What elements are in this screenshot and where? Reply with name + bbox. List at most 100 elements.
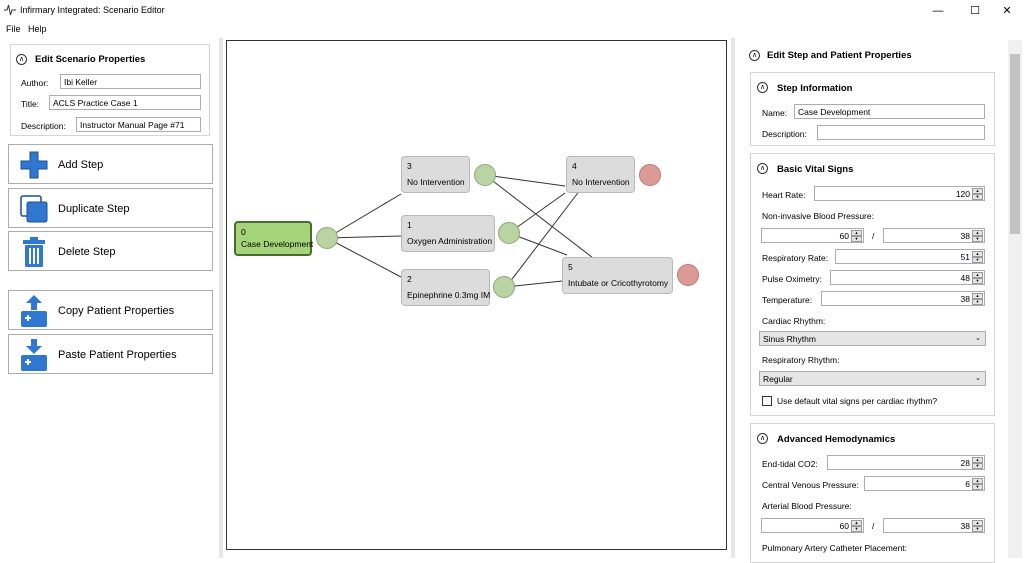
window-title: Infirmary Integrated: Scenario Editor xyxy=(20,5,165,15)
hemodynamics-section: ∧ Advanced Hemodynamics End-tidal CO2: 2… xyxy=(750,423,995,563)
respiratory-rhythm-select[interactable]: Regular ⌄ xyxy=(759,371,986,386)
etco2-value: 28 xyxy=(960,458,970,468)
step-information-section: ∧ Step Information Name: Case Developmen… xyxy=(750,72,995,146)
collapse-scenario-button[interactable]: ∧ xyxy=(16,54,27,65)
add-step-button[interactable]: Add Step xyxy=(8,144,213,184)
spinner-arrows[interactable]: ▲▼ xyxy=(972,520,983,532)
cvp-field[interactable]: 6 ▲▼ xyxy=(864,476,985,491)
plus-icon xyxy=(20,151,48,179)
spinner-arrows[interactable]: ▲▼ xyxy=(851,230,862,242)
step-index: 0 xyxy=(241,227,246,237)
respiratory-rate-label: Respiratory Rate: xyxy=(762,253,829,263)
duplicate-step-label: Duplicate Step xyxy=(58,203,130,215)
temperature-field[interactable]: 38 ▲▼ xyxy=(821,291,985,306)
duplicate-icon xyxy=(20,195,48,223)
heart-rate-value: 120 xyxy=(955,189,970,199)
nibp-label: Non-invasive Blood Pressure: xyxy=(762,211,874,221)
spinner-arrows[interactable]: ▲▼ xyxy=(972,457,983,469)
step-node-3[interactable]: 3 No Intervention xyxy=(401,156,470,193)
step-node-2[interactable]: 2 Epinephrine 0.3mg IM xyxy=(401,269,490,306)
step-node-4[interactable]: 4 No Intervention xyxy=(566,156,635,193)
chevron-down-icon: ⌄ xyxy=(975,335,981,342)
properties-panel-title: Edit Step and Patient Properties xyxy=(767,50,912,61)
etco2-field[interactable]: 28 ▲▼ xyxy=(827,455,985,470)
etco2-label: End-tidal CO2: xyxy=(762,459,818,469)
pa-catheter-label: Pulmonary Artery Catheter Placement: xyxy=(762,543,908,553)
step-index: 5 xyxy=(568,262,573,272)
hemodynamics-title: Advanced Hemodynamics xyxy=(777,434,896,445)
spinner-arrows[interactable]: ▲▼ xyxy=(972,230,983,242)
spinner-arrows[interactable]: ▲▼ xyxy=(851,520,862,532)
nibp-diastolic-value: 38 xyxy=(960,231,970,241)
nibp-systolic-field[interactable]: 60 ▲▼ xyxy=(761,228,864,243)
title-field[interactable]: ACLS Practice Case 1 xyxy=(49,95,201,110)
spinner-arrows[interactable]: ▲▼ xyxy=(972,251,983,263)
delete-step-button[interactable]: Delete Step xyxy=(8,231,213,271)
duplicate-step-button[interactable]: Duplicate Step xyxy=(8,188,213,228)
close-button[interactable]: ✕ xyxy=(1002,5,1012,17)
cardiac-rhythm-value: Sinus Rhythm xyxy=(763,334,816,344)
collapse-vitals-button[interactable]: ∧ xyxy=(757,163,768,174)
step-0-port[interactable] xyxy=(316,227,338,249)
heart-rate-field[interactable]: 120 ▲▼ xyxy=(814,186,985,201)
step-index: 1 xyxy=(407,220,412,230)
abp-systolic-field[interactable]: 60 ▲▼ xyxy=(761,518,864,533)
collapse-properties-button[interactable]: ∧ xyxy=(749,50,760,61)
add-step-label: Add Step xyxy=(58,159,104,171)
step-index: 3 xyxy=(407,161,412,171)
cardiac-rhythm-select[interactable]: Sinus Rhythm ⌄ xyxy=(759,331,986,346)
copy-patient-icon xyxy=(21,295,47,327)
pulse-oximetry-label: Pulse Oximetry: xyxy=(762,274,822,284)
cvp-label: Central Venous Pressure: xyxy=(762,480,859,490)
step-name: No Intervention xyxy=(572,177,630,187)
step-name: Oxygen Administration xyxy=(407,236,493,246)
copy-patient-button[interactable]: Copy Patient Properties xyxy=(8,290,213,330)
step-2-port[interactable] xyxy=(493,276,515,298)
nibp-diastolic-field[interactable]: 38 ▲▼ xyxy=(883,228,985,243)
spinner-arrows[interactable]: ▲▼ xyxy=(972,478,983,490)
step-description-label: Description: xyxy=(762,129,807,139)
step-1-port[interactable] xyxy=(498,222,520,244)
scenario-section-title: Edit Scenario Properties xyxy=(35,54,146,65)
step-name-field[interactable]: Case Development xyxy=(794,104,985,119)
collapse-step-info-button[interactable]: ∧ xyxy=(757,82,768,93)
minimize-button[interactable]: — xyxy=(932,4,944,17)
spinner-arrows[interactable]: ▲▼ xyxy=(972,272,983,284)
pulse-oximetry-field[interactable]: 48 ▲▼ xyxy=(830,270,985,285)
left-splitter[interactable] xyxy=(219,38,223,558)
respiratory-rate-field[interactable]: 51 ▲▼ xyxy=(835,249,985,264)
spinner-arrows[interactable]: ▲▼ xyxy=(972,188,983,200)
paste-patient-button[interactable]: Paste Patient Properties xyxy=(8,334,213,374)
step-node-5[interactable]: 5 Intubate or Cricothyrotomy xyxy=(562,257,673,294)
step-name: Epinephrine 0.3mg IM xyxy=(407,290,491,300)
step-4-port[interactable] xyxy=(639,164,661,186)
pulse-oximetry-value: 48 xyxy=(960,273,970,283)
delete-step-label: Delete Step xyxy=(58,246,116,258)
paste-patient-icon xyxy=(21,339,47,371)
chevron-down-icon: ⌄ xyxy=(975,375,981,382)
step-3-port[interactable] xyxy=(474,164,496,186)
description-field[interactable]: Instructor Manual Page #71 xyxy=(76,117,201,132)
scenario-canvas[interactable]: 0 Case Development 3 No Intervention 1 O… xyxy=(226,40,727,550)
step-node-0[interactable]: 0 Case Development xyxy=(234,221,313,256)
step-node-1[interactable]: 1 Oxygen Administration xyxy=(401,215,495,252)
collapse-hemodynamics-button[interactable]: ∧ xyxy=(757,433,768,444)
scrollbar-thumb[interactable] xyxy=(1010,54,1020,234)
step-description-field[interactable] xyxy=(817,125,985,140)
spinner-arrows[interactable]: ▲▼ xyxy=(972,293,983,305)
properties-scrollbar[interactable] xyxy=(1008,40,1022,558)
abp-diastolic-value: 38 xyxy=(960,521,970,531)
description-label: Description: xyxy=(21,121,66,131)
default-vitals-checkbox[interactable] xyxy=(762,396,772,406)
maximize-button[interactable]: ☐ xyxy=(970,5,980,17)
abp-label: Arterial Blood Pressure: xyxy=(762,501,852,511)
abp-diastolic-field[interactable]: 38 ▲▼ xyxy=(883,518,985,533)
step-5-port[interactable] xyxy=(677,264,699,286)
menu-file[interactable]: File xyxy=(6,24,21,34)
scenario-properties-section: ∧ Edit Scenario Properties Author: Ibi K… xyxy=(10,44,210,136)
menu-help[interactable]: Help xyxy=(28,24,47,34)
author-field[interactable]: Ibi Keller xyxy=(60,74,201,89)
author-label: Author: xyxy=(21,78,49,88)
right-splitter[interactable] xyxy=(731,38,735,558)
step-name-label: Name: xyxy=(762,108,788,118)
